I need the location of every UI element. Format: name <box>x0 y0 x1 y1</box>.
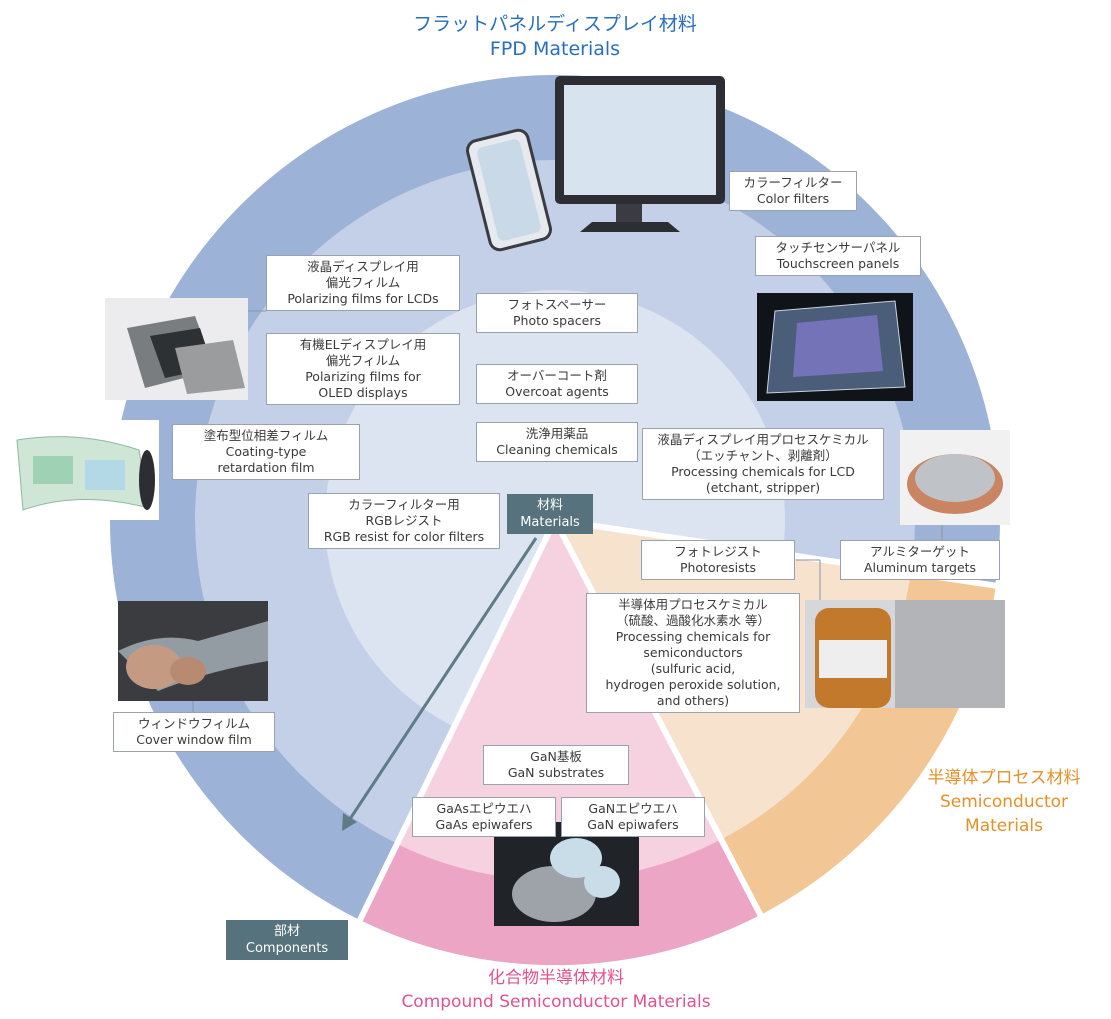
semiconductor-title-ja: 半導体プロセス材料 <box>927 768 1081 788</box>
components-label: 部材 Components <box>226 920 348 960</box>
fpd-section-title: フラットパネルディスプレイ材料 FPD Materials <box>355 12 755 62</box>
gan-epiwafers-label: GaNエピウエハ GaN epiwafers <box>561 797 705 837</box>
gaas-epiwafers-label: GaAsエピウエハ GaAs epiwafers <box>412 797 556 837</box>
fpd-title-ja: フラットパネルディスプレイ材料 <box>413 13 697 35</box>
processing-chemicals-lcd-label: 液晶ディスプレイ用プロセスケミカル （エッチャント、剥離剤） Processin… <box>642 428 884 500</box>
gan-wafer-photo <box>494 822 639 926</box>
monitor-icon <box>555 76 725 232</box>
semiconductor-title-en2: Materials <box>965 816 1043 836</box>
touchscreen-panels-label: タッチセンサーパネル Touchscreen panels <box>755 236 921 276</box>
compound-title-ja: 化合物半導体材料 <box>488 968 624 988</box>
semiconductor-title-en1: Semiconductor <box>939 792 1069 812</box>
color-filters-label: カラーフィルター Color filters <box>729 171 857 211</box>
cover-window-film-photo <box>118 601 268 701</box>
compound-section-title: 化合物半導体材料 Compound Semiconductor Material… <box>356 966 756 1014</box>
retardation-film-photo <box>9 420 159 520</box>
photoresists-label: フォトレジスト Photoresists <box>641 540 795 580</box>
gan-substrates-label: GaN基板 GaN substrates <box>483 745 629 785</box>
touchscreen-panel-photo <box>757 293 913 401</box>
processing-chemicals-semiconductor-label: 半導体用プロセスケミカル （硫酸、過酸化水素水 等） Processing ch… <box>586 593 800 713</box>
compound-title-en: Compound Semiconductor Materials <box>401 992 711 1012</box>
polarizing-film-photo <box>105 298 248 400</box>
smartphone-icon <box>465 128 553 252</box>
aluminum-target-photo <box>900 430 1010 525</box>
polarizing-films-oled-label: 有機ELディスプレイ用 偏光フィルム Polarizing films for … <box>266 333 460 405</box>
semiconductor-section-title: 半導体プロセス材料 Semiconductor Materials <box>904 766 1104 838</box>
chemical-bottle-photo <box>805 600 1005 708</box>
fpd-title-en: FPD Materials <box>489 38 621 60</box>
compound-sector-inner <box>397 520 722 881</box>
retardation-film-label: 塗布型位相差フィルム Coating-type retardation film <box>172 424 360 480</box>
rgb-resist-label: カラーフィルター用 RGBレジスト RGB resist for color f… <box>308 493 500 549</box>
materials-to-components-arrow <box>346 537 538 823</box>
overcoat-agents-label: オーバーコート剤 Overcoat agents <box>476 364 638 404</box>
polarizing-films-lcd-label: 液晶ディスプレイ用 偏光フィルム Polarizing films for LC… <box>266 255 460 311</box>
photo-spacers-label: フォトスペーサー Photo spacers <box>476 293 638 333</box>
cleaning-chemicals-label: 洗浄用薬品 Cleaning chemicals <box>476 422 638 462</box>
materials-label: 材料 Materials <box>507 494 593 534</box>
aluminum-targets-label: アルミターゲット Aluminum targets <box>840 540 1000 580</box>
cover-window-film-label: ウィンドウフィルム Cover window film <box>113 712 275 752</box>
arrowhead-icon <box>342 813 357 831</box>
